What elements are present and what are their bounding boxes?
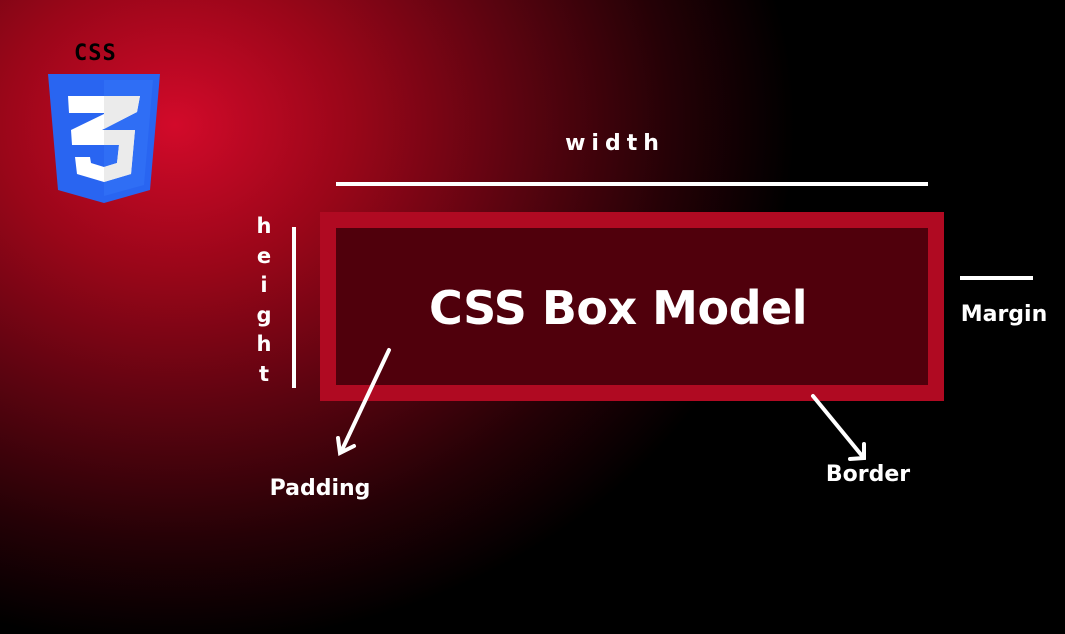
height-char: h [256, 332, 272, 356]
content-box [336, 228, 928, 385]
height-label: h e i g h t [248, 212, 280, 389]
border-arrow-icon [811, 394, 866, 461]
height-char: g [256, 302, 272, 327]
width-line [336, 182, 928, 186]
margin-label: Margin [960, 302, 1048, 327]
height-char: i [260, 273, 268, 297]
width-label: width [565, 131, 665, 156]
height-char: t [258, 361, 270, 386]
height-char: e [256, 243, 272, 268]
height-line [292, 227, 296, 388]
css3-logo-icon [48, 74, 160, 203]
margin-line [960, 276, 1033, 280]
height-char: h [256, 214, 272, 238]
border-label: Border [825, 462, 911, 487]
padding-label: Padding [269, 476, 371, 501]
box-title: CSS Box Model [429, 281, 807, 335]
css-logo-word: CSS [74, 41, 117, 66]
